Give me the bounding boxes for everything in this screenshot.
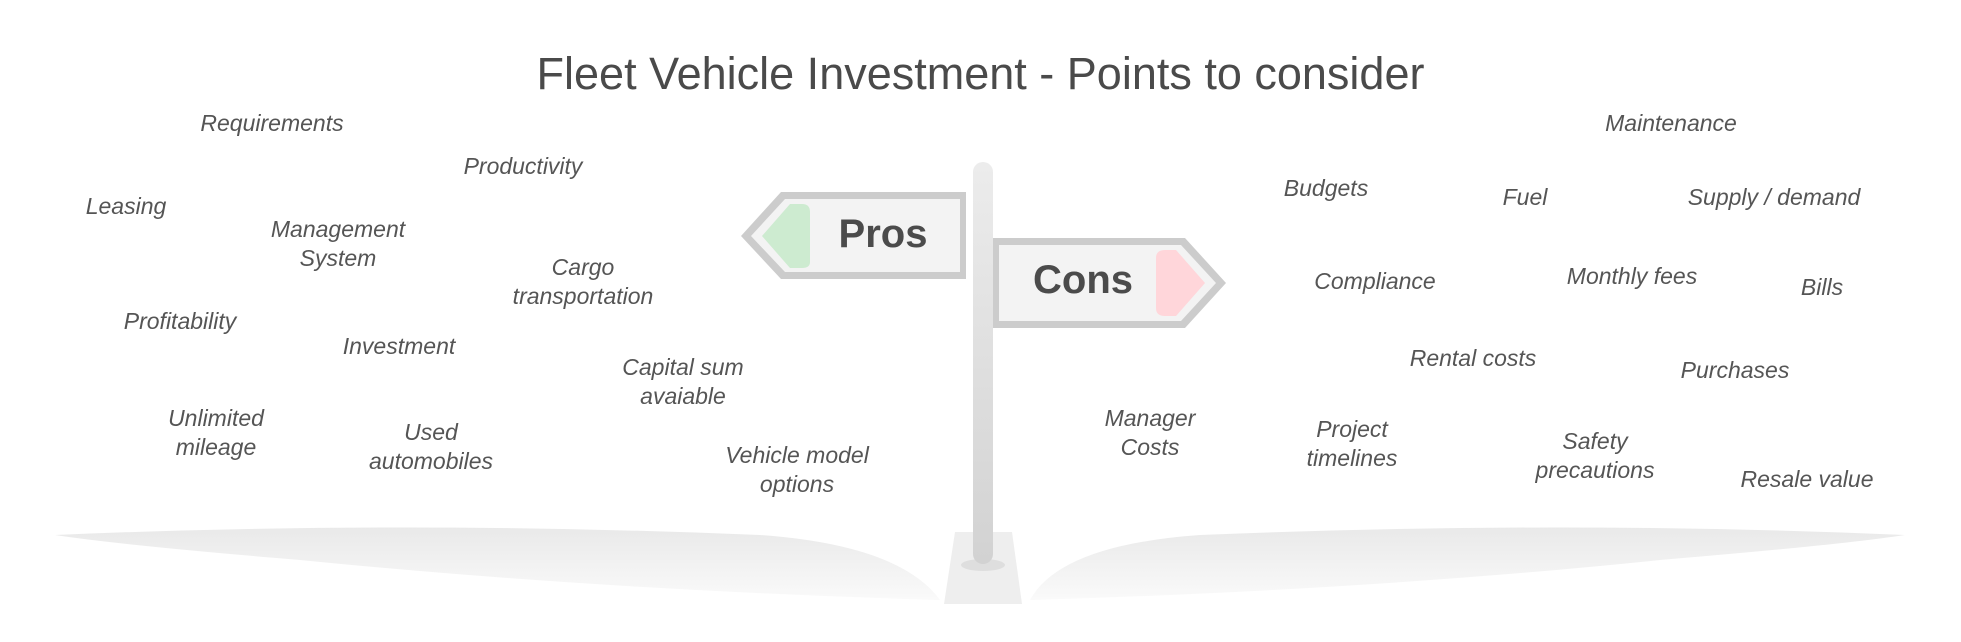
right-ground-shadow <box>1030 527 1905 600</box>
cons-item-maintenance: Maintenance <box>1605 110 1737 136</box>
pros-item-used-automobiles: Used automobiles <box>368 419 494 474</box>
pros-item-requirements: Requirements <box>200 110 344 136</box>
cons-item-budgets: Budgets <box>1283 175 1369 201</box>
pros-item-vehicle-model-options: Vehicle model options <box>725 442 869 497</box>
cons-item-resale-value: Resale value <box>1740 466 1874 492</box>
pros-item-cargo-transportation: Cargo transportation <box>512 254 654 309</box>
cons-item-project-timelines: Project timelines <box>1306 416 1398 471</box>
cons-item-bills: Bills <box>1800 274 1844 300</box>
cons-sign <box>993 238 1226 328</box>
page-title: Fleet Vehicle Investment - Points to con… <box>536 48 1425 99</box>
pros-item-capital-sum: Capital sum avaiable <box>622 354 744 409</box>
cons-item-supply-demand: Supply / demand <box>1687 184 1861 210</box>
pros-item-productivity: Productivity <box>463 153 583 179</box>
pros-accent <box>762 204 810 268</box>
pros-item-leasing: Leasing <box>85 193 167 219</box>
cons-item-safety-precautions: Safety precautions <box>1535 428 1655 483</box>
cons-item-monthly-fees: Monthly fees <box>1566 263 1698 289</box>
pros-sign <box>741 192 966 279</box>
post-base-ring <box>961 559 1005 571</box>
pros-label: Pros <box>838 212 928 256</box>
cons-item-fuel: Fuel <box>1502 184 1548 210</box>
pros-item-profitability: Profitability <box>123 308 237 334</box>
cons-item-manager-costs: Manager Costs <box>1104 405 1196 460</box>
left-ground-shadow <box>55 527 940 600</box>
post <box>973 162 993 564</box>
cons-accent <box>1156 250 1205 316</box>
cons-label: Cons <box>1033 258 1133 302</box>
cons-item-compliance: Compliance <box>1314 268 1436 294</box>
cons-item-purchases: Purchases <box>1680 357 1790 383</box>
pros-item-investment: Investment <box>342 333 456 359</box>
pros-item-management-system: Management System <box>270 216 406 271</box>
pros-item-unlimited-mileage: Unlimited mileage <box>168 405 264 460</box>
cons-item-rental-costs: Rental costs <box>1409 345 1537 371</box>
